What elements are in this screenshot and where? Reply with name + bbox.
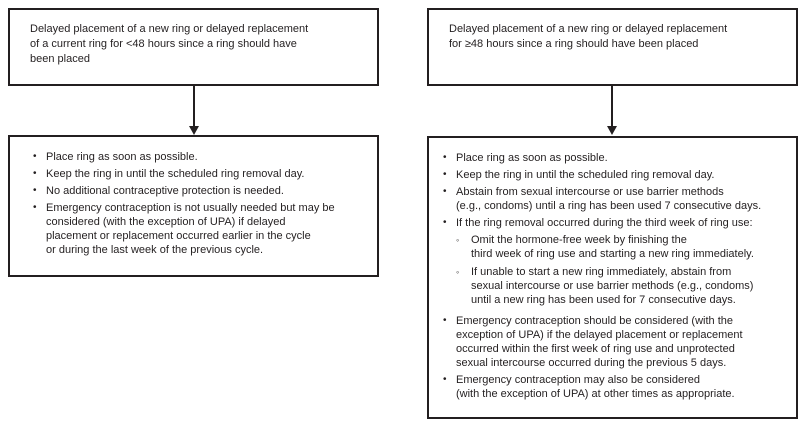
sub-list-item: ◦ If unable to start a new ring immediat… — [456, 265, 791, 307]
recommendation-text: If the ring removal occurred during the … — [456, 217, 753, 229]
bullet-icon: • — [443, 374, 447, 385]
bullet-icon: • — [33, 202, 37, 213]
bullet-icon: • — [33, 151, 37, 162]
bullet-icon: • — [443, 152, 447, 163]
sub-bullet-icon: ◦ — [456, 235, 460, 245]
bullet-icon: • — [33, 185, 37, 196]
condition-text-left: Delayed placement of a new ring or delay… — [30, 23, 309, 65]
condition-text-right: Delayed placement of a new ring or delay… — [449, 23, 728, 50]
list-item: • Emergency contraception should be cons… — [443, 314, 791, 370]
bullet-icon: • — [443, 315, 447, 326]
condition-box-right: Delayed placement of a new ring or delay… — [427, 8, 798, 86]
recommendation-text: Emergency contraception is not usually n… — [46, 202, 335, 256]
down-arrow-right-icon — [611, 86, 613, 126]
sub-recommendation-text: Omit the hormone-free week by finishing … — [471, 234, 754, 260]
sub-list-item: ◦ Omit the hormone-free week by finishin… — [456, 233, 791, 261]
list-item: • Place ring as soon as possible. — [443, 151, 791, 165]
list-item: • Emergency contraception may also be co… — [443, 373, 791, 401]
sub-recommendations-list: ◦ Omit the hormone-free week by finishin… — [456, 233, 791, 307]
condition-box-left: Delayed placement of a new ring or delay… — [8, 8, 379, 86]
recommendations-box-left: • Place ring as soon as possible. • Keep… — [8, 135, 379, 277]
list-item: • Emergency contraception is not usually… — [33, 201, 372, 257]
recommendation-text: Place ring as soon as possible. — [456, 152, 608, 164]
list-item: • Abstain from sexual intercourse or use… — [443, 185, 791, 213]
bullet-icon: • — [33, 168, 37, 179]
recommendations-list-left: • Place ring as soon as possible. • Keep… — [10, 137, 377, 257]
sub-bullet-icon: ◦ — [456, 267, 460, 277]
list-item: • Place ring as soon as possible. — [33, 150, 372, 164]
down-arrow-left-icon — [193, 86, 195, 126]
bullet-icon: • — [443, 217, 447, 228]
recommendation-text: Emergency contraception may also be cons… — [456, 374, 735, 400]
recommendation-text: Abstain from sexual intercourse or use b… — [456, 186, 762, 212]
recommendation-text: Emergency contraception should be consid… — [456, 315, 743, 369]
list-item: • No additional contraceptive protection… — [33, 184, 372, 198]
recommendation-text: No additional contraceptive protection i… — [46, 185, 284, 197]
recommendations-list-right: • Place ring as soon as possible. • Keep… — [429, 138, 796, 401]
list-item: • Keep the ring in until the scheduled r… — [33, 167, 372, 181]
sub-recommendation-text: If unable to start a new ring immediatel… — [471, 266, 754, 306]
recommendation-text: Keep the ring in until the scheduled rin… — [456, 169, 715, 181]
recommendation-text: Place ring as soon as possible. — [46, 151, 198, 163]
bullet-icon: • — [443, 169, 447, 180]
bullet-icon: • — [443, 186, 447, 197]
list-item: • Keep the ring in until the scheduled r… — [443, 168, 791, 182]
recommendations-box-right: • Place ring as soon as possible. • Keep… — [427, 136, 798, 419]
list-item: • If the ring removal occurred during th… — [443, 216, 791, 311]
recommendation-text: Keep the ring in until the scheduled rin… — [46, 168, 305, 180]
